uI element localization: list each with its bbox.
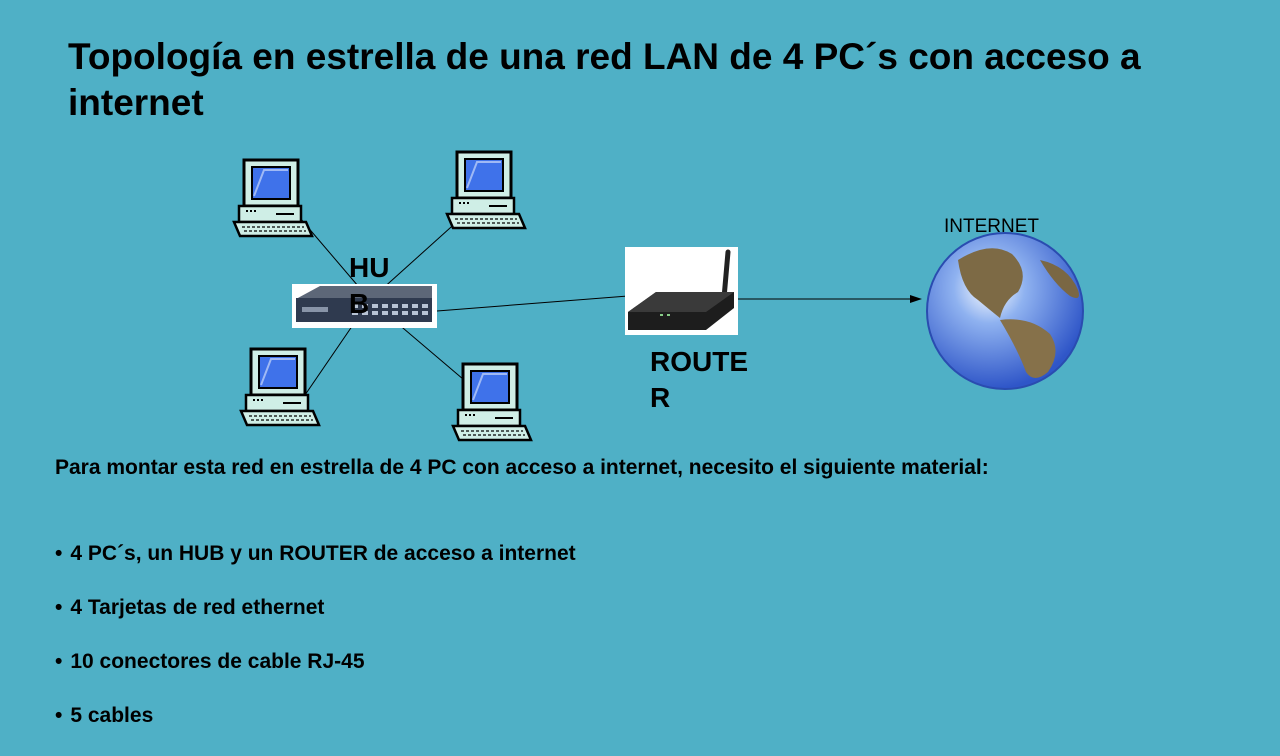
computer-icon [239, 347, 321, 427]
bullet: • [55, 542, 63, 565]
internet-label: INTERNET [944, 216, 1039, 237]
list-item: • 4 PC´s, un HUB y un ROUTER de acceso a … [55, 540, 576, 594]
intro-text: Para montar esta red en estrella de 4 PC… [55, 456, 989, 479]
list-item: • 5 cables [55, 702, 576, 756]
globe-icon [926, 232, 1084, 390]
list-item-text: 4 Tarjetas de red ethernet [70, 596, 325, 619]
list-item: • 10 conectores de cable RJ-45 [55, 648, 576, 702]
computer-icon [232, 158, 314, 238]
hub-icon [292, 284, 437, 328]
computer-icon [451, 362, 533, 442]
list-item-text: 10 conectores de cable RJ-45 [70, 650, 365, 673]
material-list: • 4 PC´s, un HUB y un ROUTER de acceso a … [55, 540, 576, 756]
list-item-text: 4 PC´s, un HUB y un ROUTER de acceso a i… [70, 542, 576, 565]
slide-title: Topología en estrella de una red LAN de … [68, 36, 1141, 123]
list-item: • 4 Tarjetas de red ethernet [55, 594, 576, 648]
bullet: • [55, 704, 63, 727]
list-item-text: 5 cables [70, 704, 154, 727]
arrow-head [910, 295, 922, 303]
hub-label: HUB [349, 252, 390, 319]
computer-icon [445, 150, 527, 230]
router-icon [625, 247, 738, 335]
bullet: • [55, 650, 63, 673]
bullet: • [55, 596, 63, 619]
network-diagram [232, 150, 1084, 442]
router-label: ROUTER [650, 346, 748, 413]
